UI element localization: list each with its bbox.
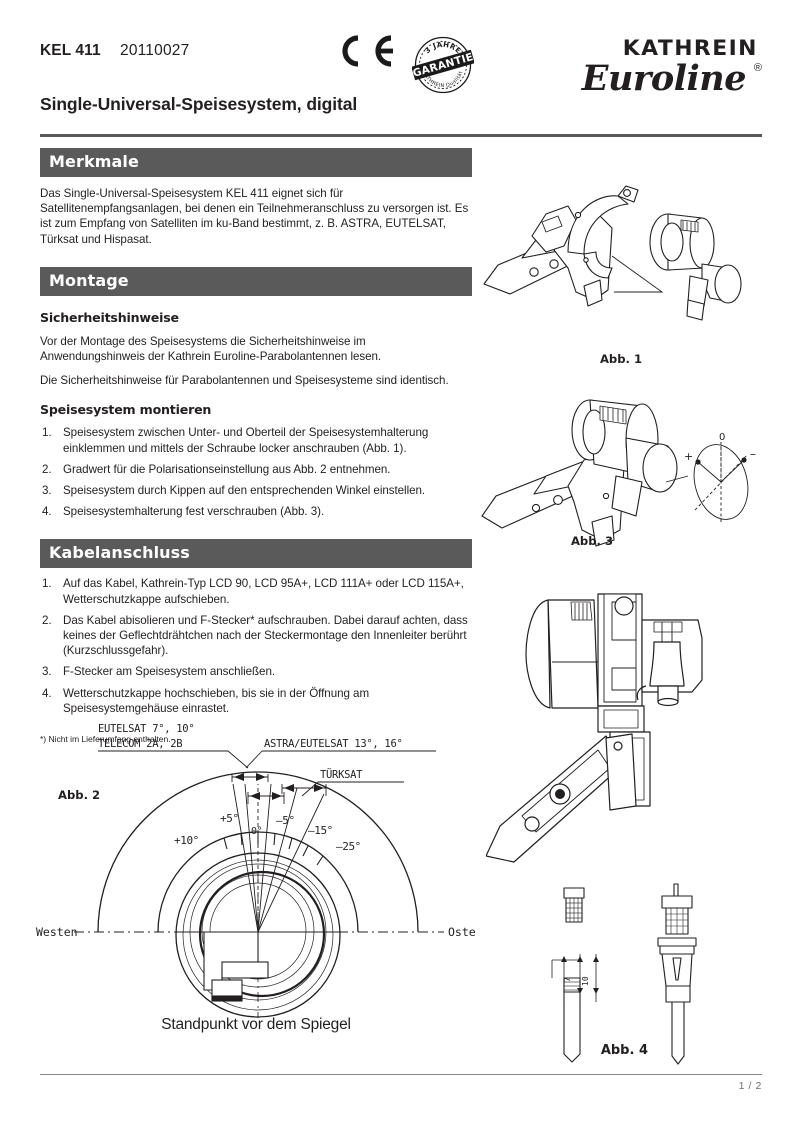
figure-assembly-side-view [486, 580, 766, 870]
figure-2-caption: Abb. 2 [58, 788, 101, 802]
svg-text:GARANTIE: GARANTIE [412, 51, 474, 80]
figure-2-title: Standpunkt vor dem Spiegel [161, 1016, 351, 1033]
brand-logo: KATHREIN Euroline ® [552, 36, 762, 108]
ce-mark-icon [336, 34, 400, 68]
registered-trademark-icon: ® [753, 62, 762, 74]
figure-3-illustration: + 0 – [481, 399, 756, 547]
list-item: F-Stecker am Speisesystem anschließen. [42, 664, 276, 679]
figure-2-tick-minus15: –15° [308, 824, 333, 837]
figure-2-tick-minus5: –5° [276, 814, 295, 827]
list-item: Das Kabel abisolieren und F-Stecker* auf… [42, 613, 468, 658]
footnote: *) Nicht im Lieferumfang enthalten. [40, 734, 171, 745]
figure-3-plus-label: + [684, 450, 693, 463]
figure-3-minus-label: – [750, 447, 756, 461]
merkmale-paragraph: Das Single-Universal-Speisesystem KEL 41… [40, 187, 469, 246]
safety-paragraph-1: Vor der Montage des Speisesystems die Si… [40, 334, 382, 364]
kabelanschluss-steps-list: Auf das Kabel, Kathrein-Typ LCD 90, LCD … [40, 576, 472, 716]
list-item: Auf das Kabel, Kathrein-Typ LCD 90, LCD … [42, 576, 464, 606]
list-item: Speisesystemhalterung fest verschrauben … [42, 504, 325, 519]
main-content-column: Merkmale Das Single-Universal-Speisesyst… [40, 148, 472, 744]
figure-4-illustration: 7 10 Abb. 4 [551, 883, 697, 1065]
figure-2-polar-diagram: EUTELSAT 7°, 10° TELECOM 2A, 2B ASTRA/EU… [36, 723, 476, 1018]
figure-abb-3: + 0 – Abb. 3 [476, 390, 766, 548]
figure-2-label-astra: ASTRA/EUTELSAT 13°, 16° [264, 738, 403, 750]
list-item: Speisesystem durch Kippen auf den entspr… [42, 483, 426, 498]
list-item: Gradwert für die Polarisationseinstellun… [42, 462, 391, 477]
figure-1-caption: Abb. 1 [599, 352, 643, 366]
figure-abb-4: 7 10 Abb. 4 [530, 882, 770, 1072]
figure-2-label-west: Westen [36, 925, 78, 939]
figure-2-label-eutelsat: EUTELSAT 7°, 10° [98, 723, 194, 735]
figure-4-caption-inline: Abb. 4 [601, 1043, 648, 1058]
brand-product-line: Euroline [581, 58, 747, 99]
safety-paragraph-2: Die Sicherheitshinweise für Parabolanten… [40, 374, 449, 388]
page-number: 1 / 2 [738, 1080, 762, 1092]
footer-divider [40, 1074, 762, 1075]
subheading-sicherheitshinweise: Sicherheitshinweise [40, 309, 179, 325]
section-header-merkmale: Merkmale [40, 148, 472, 177]
assembly-side-view-illustration [486, 593, 703, 863]
page-title: Single-Universal-Speisesystem, digital [40, 94, 358, 114]
list-item: Speisesystem zwischen Unter- und Obertei… [42, 425, 429, 455]
figure-3-zero-label: 0 [719, 432, 725, 443]
figure-4-dimension-b: 10 [581, 976, 590, 986]
figure-2-tick-plus10: +10° [174, 834, 199, 847]
figure-3-caption: Abb. 3 [570, 534, 614, 548]
page-header: KEL 411 20110027 3 JAHRE [40, 35, 762, 134]
brand-name: KATHREIN [622, 36, 758, 60]
figure-2-label-turksat: TÜRKSAT [320, 768, 363, 781]
figure-1-illustration [483, 185, 742, 321]
figure-2-label-east: Osten [448, 925, 476, 939]
header-divider [40, 134, 762, 137]
guarantee-seal-icon: 3 JAHRE KATHREIN Qualität GARANTIE [412, 34, 474, 96]
figure-4-dimension-a: 7 [563, 977, 572, 982]
figure-abb-2: Abb. 2 EUTELSAT 7°, 10° TELECOM 2A, 2B A… [36, 722, 476, 1052]
product-model: KEL 411 [40, 42, 101, 59]
section-header-kabelanschluss: Kabelanschluss [40, 539, 472, 569]
figure-2-tick-minus25: –25° [336, 840, 361, 853]
subheading-speisesystem-montieren: Speisesystem montieren [40, 402, 212, 418]
figure-2-label-telecom: TELECOM 2A, 2B [98, 738, 182, 750]
montage-steps-list: Speisesystem zwischen Unter- und Obertei… [40, 425, 472, 519]
product-code: 20110027 [120, 42, 190, 59]
list-item: Wetterschutzkappe hochschieben, bis sie … [42, 686, 370, 715]
figure-2-tick-plus5: +5° [220, 812, 239, 825]
figure-abb-1: Abb. 1 [476, 172, 766, 366]
section-header-montage: Montage [40, 266, 472, 296]
svg-text:3 JAHRE: 3 JAHRE [423, 41, 462, 55]
